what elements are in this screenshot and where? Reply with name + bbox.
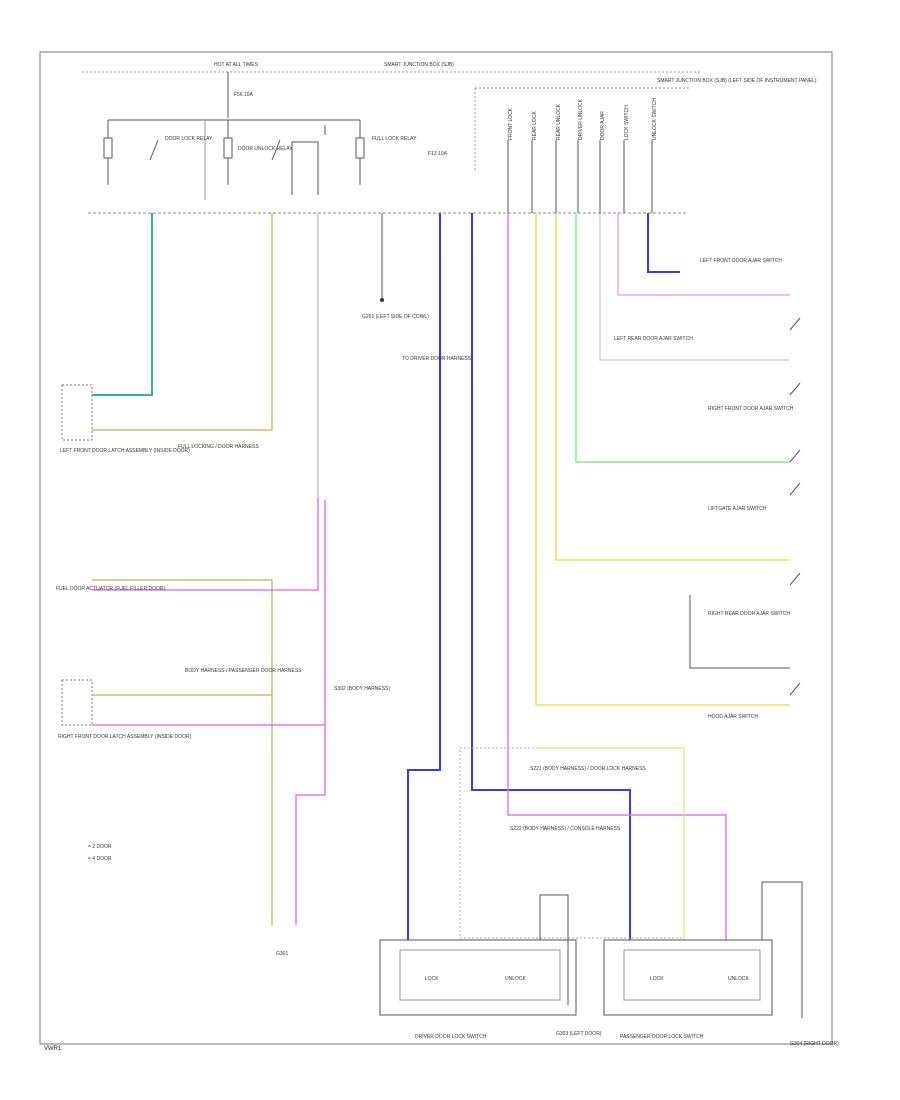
right-item-4: RIGHT REAR DOOR AJAR SWITCH	[708, 611, 791, 617]
top-bus-left-label: HOT AT ALL TIMES	[214, 62, 259, 68]
bottom-ground-2-label: G304 (RIGHT DOOR)	[790, 1041, 839, 1047]
right-item-5: HOOD AJAR SWITCH	[708, 714, 758, 720]
passenger-switch-box	[603, 939, 773, 1016]
fuse-mid-label: F13 10A	[428, 151, 448, 157]
relay-coil-2-body	[223, 137, 233, 159]
driver-unlock-label: UNLOCK	[505, 976, 527, 982]
ground-g1-label: G201 (LEFT SIDE OF COWL)	[362, 314, 429, 320]
relay-switch-1	[149, 139, 159, 161]
relay-coil-1-body	[103, 137, 113, 159]
module-pins	[507, 140, 653, 213]
right-item-2: RIGHT FRONT DOOR AJAR SWITCH	[708, 406, 794, 412]
fuse-left-label: F56 10A	[234, 92, 254, 98]
module-label-2: REAR UNLOCK	[556, 103, 562, 140]
ground-wire-passenger	[761, 881, 803, 1018]
relay-switch-2	[271, 139, 281, 161]
right-item-1: LEFT REAR DOOR AJAR SWITCH	[614, 336, 693, 342]
fuel-door-label: FUEL DOOR ACTUATOR (FUEL FILLER DOOR)	[56, 586, 166, 592]
top-right-note: SMART JUNCTION BOX (SJB) (LEFT SIDE OF I…	[657, 78, 817, 84]
driver-lock-label: LOCK	[425, 976, 439, 982]
right-item-0: LEFT FRONT DOOR AJAR SWITCH	[700, 258, 782, 264]
splice-note: S302 (BODY HARNESS)	[334, 686, 390, 692]
relay-coil-3-body	[355, 137, 365, 159]
wire-teal	[92, 213, 153, 396]
wire-blue-1	[407, 213, 441, 940]
ground-module-label: TO DRIVER DOOR HARNESS	[402, 356, 472, 362]
mid-note-2: S222 (BODY HARNESS) / CONSOLE HARNESS	[510, 826, 621, 832]
mid-note: S221 (BODY HARNESS) / DOOR LOCK HARNESS	[530, 766, 646, 772]
wire-grey-2	[599, 213, 790, 361]
bottom-left-switch-label: DRIVER DOOR LOCK SWITCH	[415, 1034, 487, 1040]
wire-yellow-2	[555, 213, 790, 561]
left-front-latch-label: LEFT FRONT DOOR LATCH ASSEMBLY (INSIDE D…	[60, 448, 190, 454]
wire-olive-2	[92, 579, 273, 925]
bottom-ground-1-label: G303 (LEFT DOOR)	[556, 1031, 602, 1037]
ground-bottom-left-label: G301	[276, 951, 288, 957]
module-label-3: DRIVER UNLOCK	[578, 98, 584, 140]
relay-box-2-label: DOOR UNLOCK RELAY	[238, 146, 293, 152]
wire-blue-3	[647, 213, 680, 273]
legend-1: = 2 DOOR	[88, 844, 112, 850]
wire-yellow-3	[536, 747, 685, 940]
module-label-6: UNLOCK SWITCH	[652, 98, 658, 140]
relay-box-1-label: DOOR LOCK RELAY	[165, 136, 213, 142]
right-switches	[789, 317, 801, 696]
wire-olive-1	[92, 213, 273, 431]
wire-pink-4	[295, 500, 326, 925]
driver-switch-box	[379, 939, 577, 1016]
module-label-1: REAR LOCK	[532, 110, 538, 140]
right-front-latch-label: RIGHT FRONT DOOR LATCH ASSEMBLY (INSIDE …	[58, 734, 192, 740]
right-item-3: LIFTGATE AJAR SWITCH	[708, 506, 767, 512]
right-front-latch-box	[61, 679, 93, 726]
module-label-0: FRONT LOCK	[508, 107, 514, 140]
wire-green-1	[575, 213, 790, 463]
driver-switch-inner	[399, 949, 561, 1001]
wire-pink-1	[507, 213, 727, 940]
module-label-4: DOOR AJAR	[600, 111, 606, 140]
passenger-switch-inner	[623, 949, 761, 1001]
relay-switch-3	[291, 141, 319, 195]
page-code: VWR1	[44, 1046, 62, 1052]
passenger-lock-label: LOCK	[650, 976, 664, 982]
ground-wire-driver	[539, 894, 569, 1005]
left-front-latch-box	[61, 384, 93, 441]
wire-pink-2	[617, 213, 790, 296]
module-label-5: LOCK SWITCH	[624, 105, 630, 140]
wire-black-right	[689, 595, 790, 669]
full-locking-harness-note: FULL LOCKING / DOOR HARNESS	[178, 444, 259, 450]
passenger-harness-note: BODY HARNESS / PASSENGER DOOR HARNESS	[185, 668, 302, 674]
passenger-unlock-label: UNLOCK	[728, 976, 750, 982]
wire-pink-3	[92, 498, 319, 591]
ground-g1-point	[380, 298, 384, 302]
relay-box-3-label: FULL LOCK RELAY	[372, 136, 417, 142]
mid-note-box	[459, 747, 685, 939]
diagram-frame	[39, 51, 833, 1045]
legend-2: = 4 DOOR	[88, 856, 112, 862]
bottom-right-switch-label: PASSENGER DOOR LOCK SWITCH	[620, 1034, 704, 1040]
wire-blue-2	[471, 213, 631, 940]
top-bus-right-label: SMART JUNCTION BOX (SJB)	[384, 62, 454, 68]
wire-yellow-1	[535, 213, 790, 706]
